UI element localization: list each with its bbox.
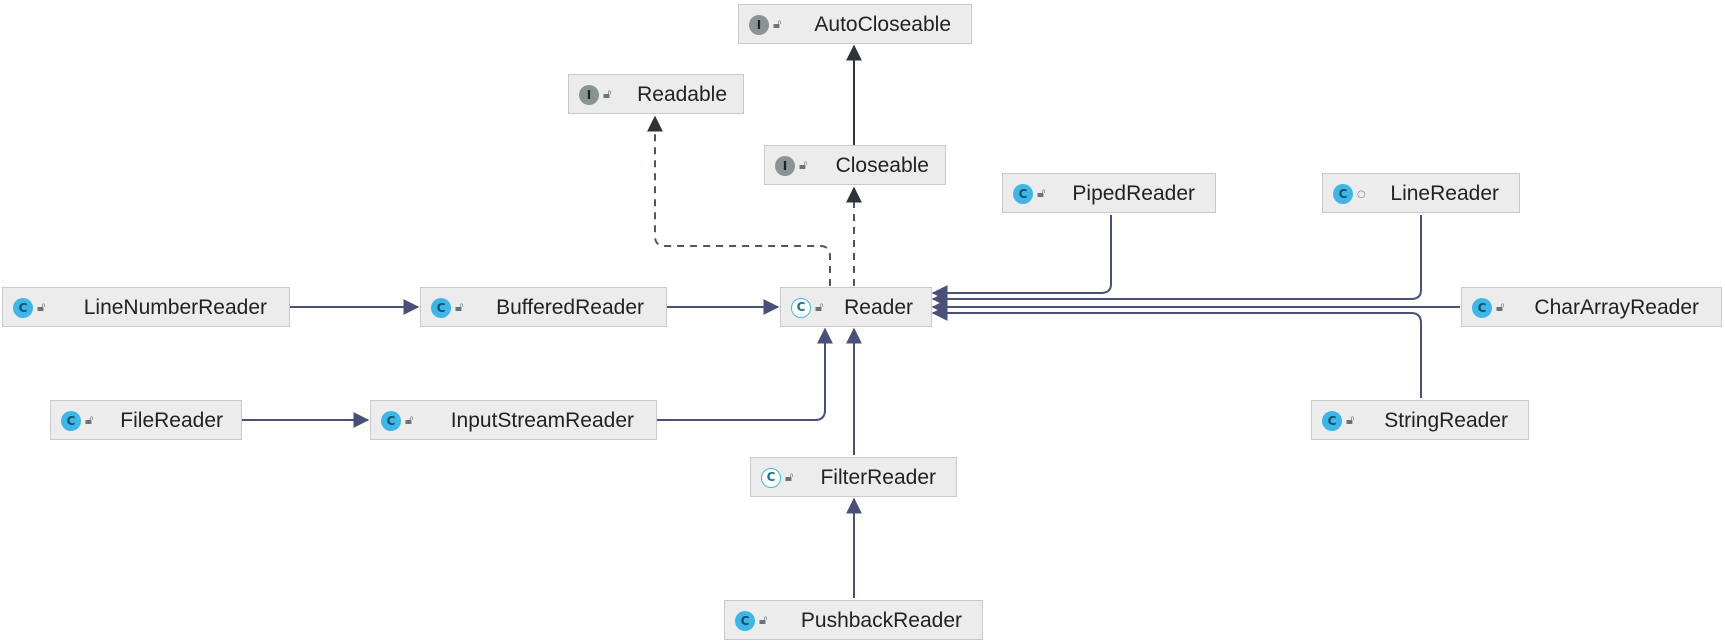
class-icon: C: [13, 298, 33, 318]
node-pushbackreader[interactable]: C 🔓︎ PushbackReader: [724, 600, 983, 640]
class-icon: C: [1472, 298, 1492, 318]
node-label: Reader: [844, 296, 913, 319]
public-lock-icon: 🔓︎: [815, 300, 824, 315]
public-lock-icon: 🔓︎: [405, 413, 414, 428]
node-label: FilterReader: [820, 466, 936, 489]
node-linereader[interactable]: C ○ LineReader: [1322, 173, 1520, 213]
interface-icon: I: [775, 156, 795, 176]
node-readable[interactable]: I 🔓︎ Readable: [568, 74, 744, 114]
node-label: CharArrayReader: [1534, 296, 1699, 319]
class-icon: C: [381, 411, 401, 431]
edge-reader-readable: [647, 115, 831, 286]
class-icon: C: [735, 611, 755, 631]
public-lock-icon: 🔓︎: [759, 613, 768, 628]
node-label: LineNumberReader: [83, 296, 267, 319]
public-lock-icon: 🔓︎: [785, 470, 794, 485]
public-lock-icon: 🔓︎: [455, 300, 464, 315]
node-stringreader[interactable]: C 🔓︎ StringReader: [1311, 400, 1529, 440]
node-label: StringReader: [1384, 409, 1508, 432]
node-reader[interactable]: C 🔓︎ Reader: [780, 287, 932, 327]
public-lock-icon: 🔓︎: [773, 17, 782, 32]
node-label: Closeable: [835, 154, 929, 177]
class-icon: C: [431, 298, 451, 318]
public-lock-icon: 🔓︎: [1496, 300, 1505, 315]
node-label: FileReader: [120, 409, 223, 432]
node-label: AutoCloseable: [814, 13, 951, 36]
abstract-class-icon: C: [761, 468, 781, 488]
node-label: PushbackReader: [800, 609, 962, 632]
interface-icon: I: [579, 85, 599, 105]
public-lock-icon: 🔓︎: [1346, 413, 1355, 428]
node-autocloseable[interactable]: I 🔓︎ AutoCloseable: [738, 4, 972, 44]
node-label: PipedReader: [1072, 182, 1195, 205]
class-icon: C: [61, 411, 81, 431]
abstract-class-icon: C: [791, 298, 811, 318]
public-lock-icon: 🔓︎: [603, 87, 612, 102]
class-icon: C: [1322, 411, 1342, 431]
node-pipedreader[interactable]: C 🔓︎ PipedReader: [1002, 173, 1216, 213]
edge-linereader-reader: [931, 215, 1422, 307]
edge-pipedreader-reader: [931, 215, 1112, 301]
node-chararrayreader[interactable]: C 🔓︎ CharArrayReader: [1461, 287, 1722, 327]
node-filereader[interactable]: C 🔓︎ FileReader: [50, 400, 242, 440]
package-private-icon: ○: [1357, 189, 1366, 200]
public-lock-icon: 🔓︎: [1037, 186, 1046, 201]
node-closeable[interactable]: I 🔓︎ Closeable: [764, 145, 946, 185]
node-linenumberreader[interactable]: C 🔓︎ LineNumberReader: [2, 287, 290, 327]
node-label: LineReader: [1390, 182, 1499, 205]
node-label: InputStreamReader: [450, 409, 634, 432]
interface-icon: I: [749, 15, 769, 35]
public-lock-icon: 🔓︎: [37, 300, 46, 315]
public-lock-icon: 🔓︎: [85, 413, 94, 428]
edge-stringreader-reader: [931, 305, 1422, 398]
node-label: BufferedReader: [496, 296, 644, 319]
node-inputstreamreader[interactable]: C 🔓︎ InputStreamReader: [370, 400, 657, 440]
node-filterreader[interactable]: C 🔓︎ FilterReader: [750, 457, 957, 497]
public-lock-icon: 🔓︎: [799, 158, 808, 173]
edge-inputstreamreader-reader: [657, 327, 833, 421]
class-icon: C: [1333, 184, 1353, 204]
node-label: Readable: [637, 83, 727, 106]
node-bufferedreader[interactable]: C 🔓︎ BufferedReader: [420, 287, 667, 327]
class-icon: C: [1013, 184, 1033, 204]
